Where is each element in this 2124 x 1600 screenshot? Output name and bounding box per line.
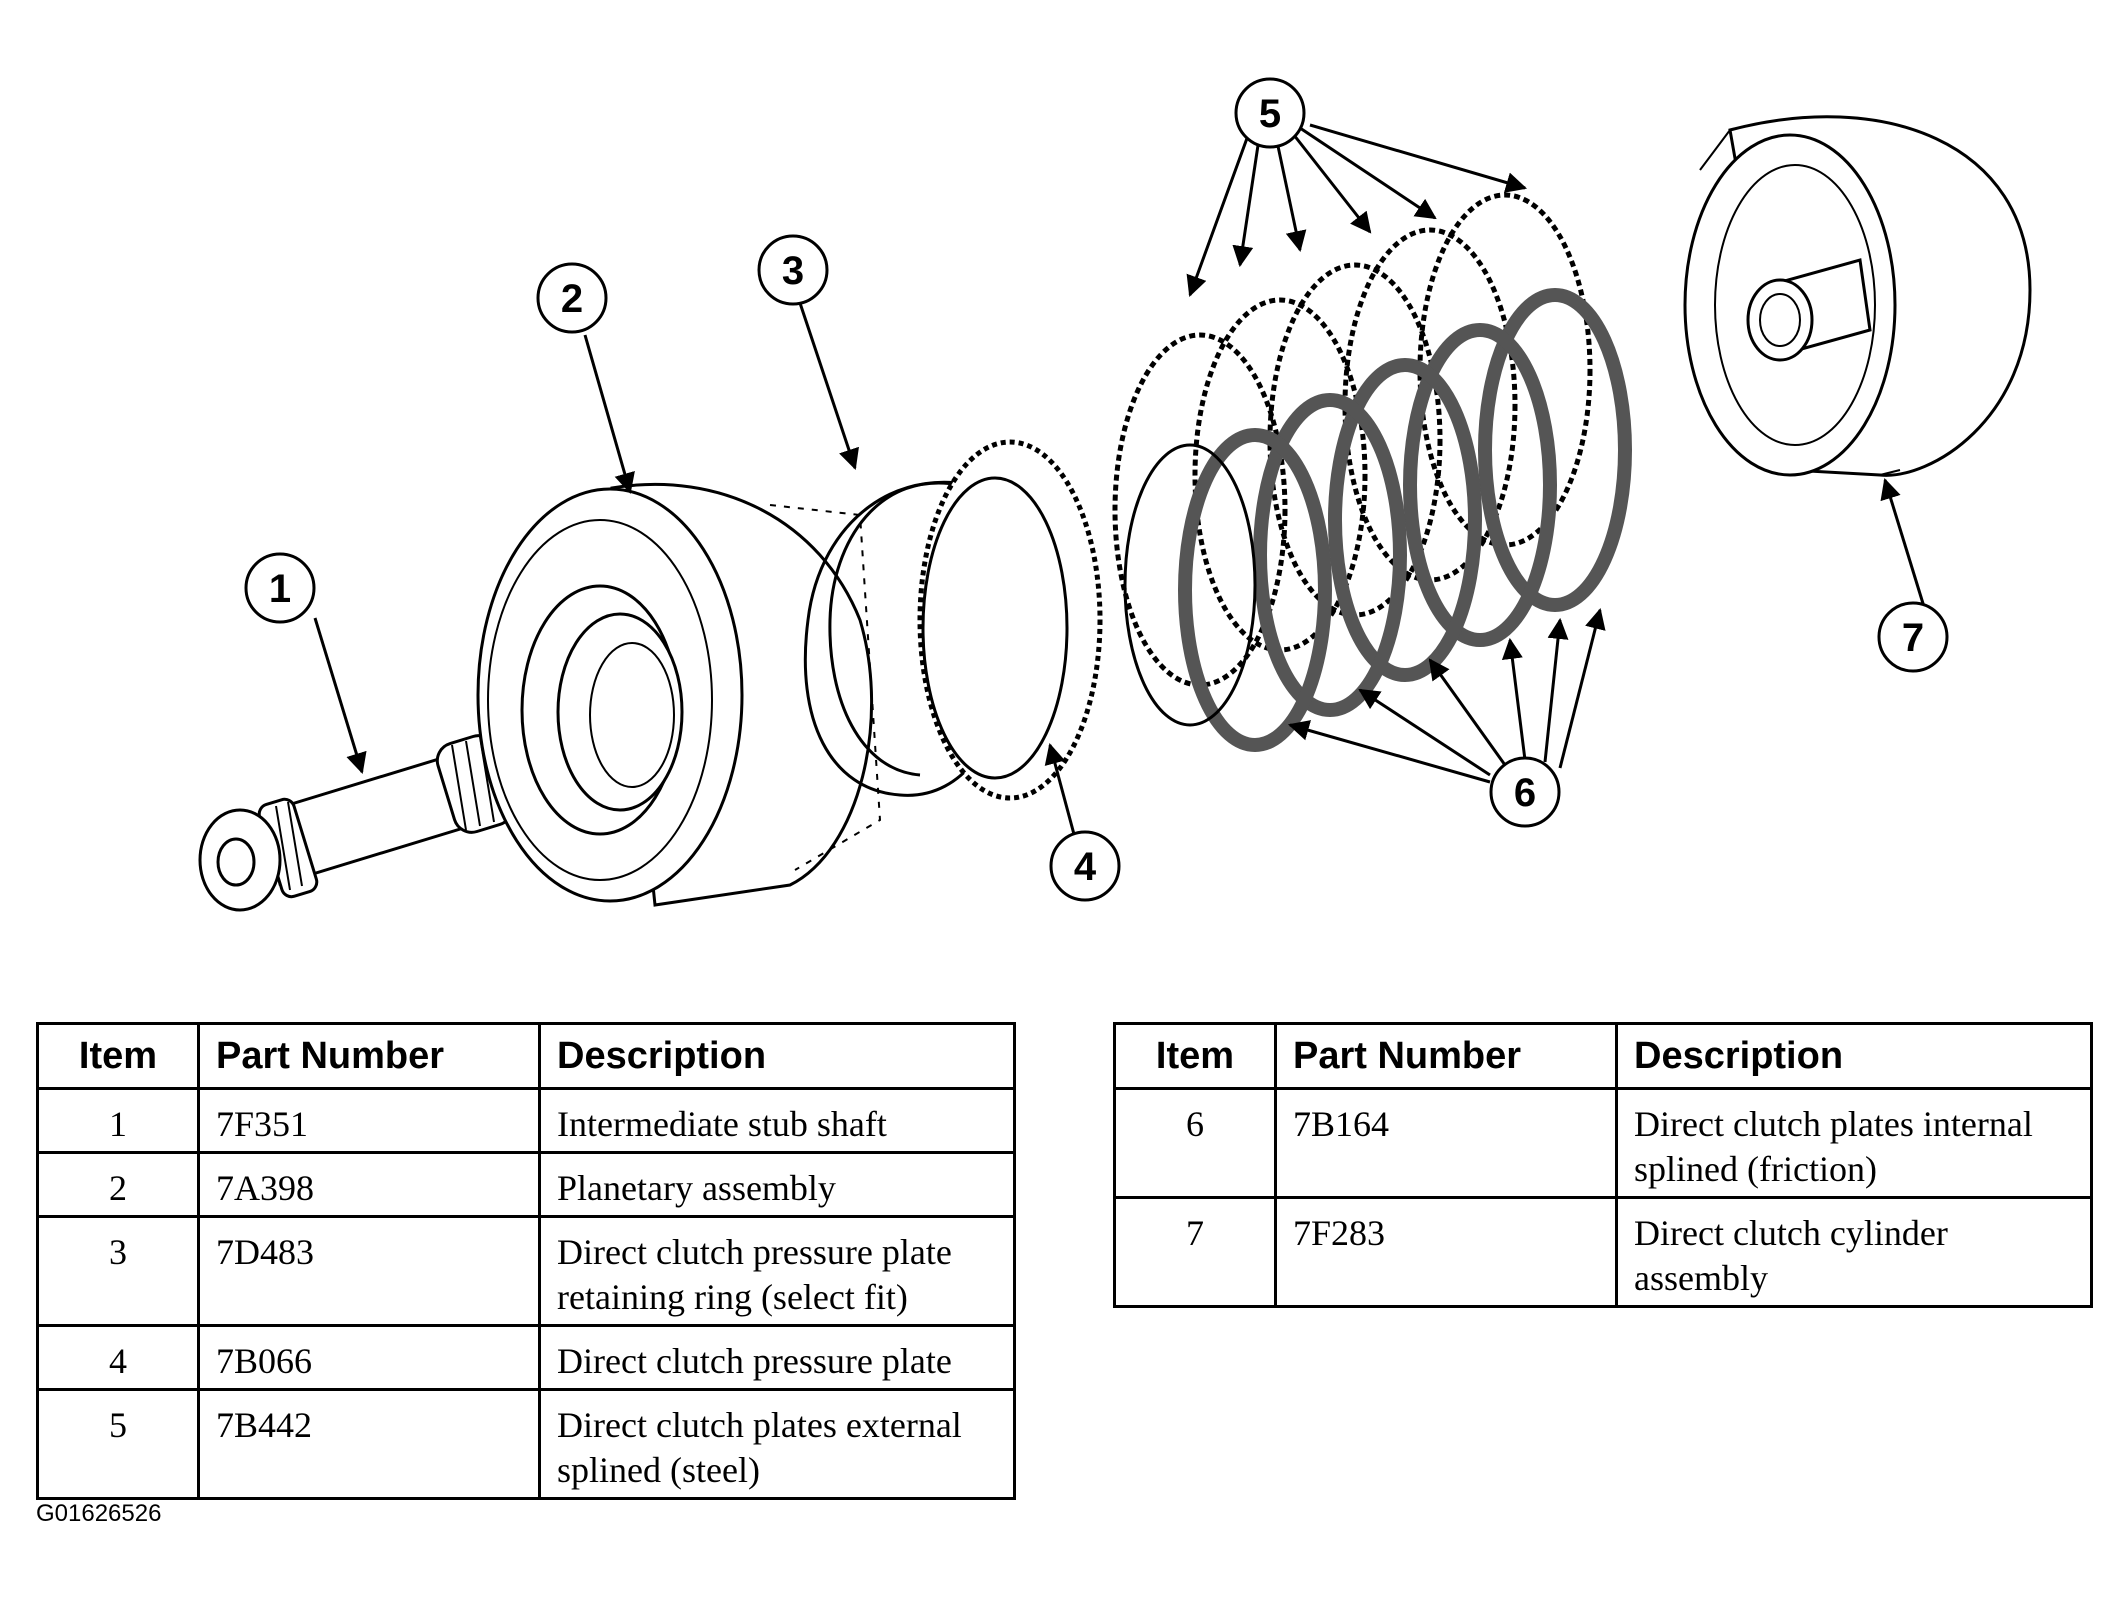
table-row: 5 7B442 Direct clutch plates external sp… xyxy=(36,1388,1016,1500)
cell-part-number: 7A398 xyxy=(197,1151,541,1218)
callout-6: 6 xyxy=(1489,756,1561,828)
cell-item: 2 xyxy=(36,1151,200,1218)
callout-1-label: 1 xyxy=(269,567,291,611)
cell-description: Intermediate stub shaft xyxy=(538,1087,1016,1154)
table-row: 1 7F351 Intermediate stub shaft xyxy=(36,1087,1016,1154)
cell-item: 5 xyxy=(36,1388,200,1500)
callout-4: 4 xyxy=(1049,830,1121,902)
cell-item: 7 xyxy=(1113,1196,1277,1308)
callout-6-label: 6 xyxy=(1514,771,1536,815)
clutch-cylinder-drawing xyxy=(1683,115,2032,477)
cell-item: 6 xyxy=(1113,1087,1277,1199)
callout-2: 2 xyxy=(536,262,608,334)
table-row: 6 7B164 Direct clutch plates internal sp… xyxy=(1113,1087,2093,1199)
callout-3: 3 xyxy=(757,234,829,306)
table-header-row: Item Part Number Description xyxy=(36,1022,1016,1090)
cell-item: 4 xyxy=(36,1324,200,1391)
table-row: 3 7D483 Direct clutch pressure plate ret… xyxy=(36,1215,1016,1327)
cell-part-number: 7D483 xyxy=(197,1215,541,1327)
cell-part-number: 7F351 xyxy=(197,1087,541,1154)
callout-4-label: 4 xyxy=(1074,845,1097,889)
exploded-view-diagram: 1 2 3 4 5 6 7 xyxy=(198,77,2032,912)
cell-description: Direct clutch pressure plate retaining r… xyxy=(538,1215,1016,1327)
cell-description: Planetary assembly xyxy=(538,1151,1016,1218)
callout-3-label: 3 xyxy=(782,249,804,293)
pressure-plate-drawing xyxy=(917,439,1103,801)
planetary-assembly-drawing xyxy=(476,482,882,907)
callout-5: 5 xyxy=(1234,77,1306,149)
cell-item: 3 xyxy=(36,1215,200,1327)
cell-part-number: 7B442 xyxy=(197,1388,541,1500)
header-item: Item xyxy=(1113,1022,1277,1090)
leader-lines xyxy=(313,123,1927,839)
callout-1: 1 xyxy=(244,552,316,624)
figure-id: G01626526 xyxy=(36,1500,162,1527)
header-description: Description xyxy=(538,1022,1016,1090)
callout-7: 7 xyxy=(1877,601,1949,673)
cell-part-number: 7B066 xyxy=(197,1324,541,1391)
cell-description: Direct clutch plates internal splined (f… xyxy=(1615,1087,2093,1199)
table-header-row: Item Part Number Description xyxy=(1113,1022,2093,1090)
parts-table-left: Item Part Number Description 1 7F351 Int… xyxy=(36,1022,1016,1500)
header-item: Item xyxy=(36,1022,200,1090)
header-part-number: Part Number xyxy=(197,1022,541,1090)
table-row: 2 7A398 Planetary assembly xyxy=(36,1151,1016,1218)
cell-description: Direct clutch plates external splined (s… xyxy=(538,1388,1016,1500)
stub-shaft-drawing xyxy=(198,734,515,912)
cell-item: 1 xyxy=(36,1087,200,1154)
table-row: 7 7F283 Direct clutch cylinder assembly xyxy=(1113,1196,2093,1308)
cell-description: Direct clutch pressure plate xyxy=(538,1324,1016,1391)
cell-part-number: 7B164 xyxy=(1274,1087,1618,1199)
callout-7-label: 7 xyxy=(1902,616,1924,660)
clutch-plate-stack-drawing xyxy=(1112,192,1632,752)
header-part-number: Part Number xyxy=(1274,1022,1618,1090)
parts-table-right: Item Part Number Description 6 7B164 Dir… xyxy=(1113,1022,2093,1308)
header-description: Description xyxy=(1615,1022,2093,1090)
callout-5-label: 5 xyxy=(1259,92,1281,136)
cell-description: Direct clutch cylinder assembly xyxy=(1615,1196,2093,1308)
cell-part-number: 7F283 xyxy=(1274,1196,1618,1308)
table-row: 4 7B066 Direct clutch pressure plate xyxy=(36,1324,1016,1391)
callout-2-label: 2 xyxy=(561,277,583,321)
